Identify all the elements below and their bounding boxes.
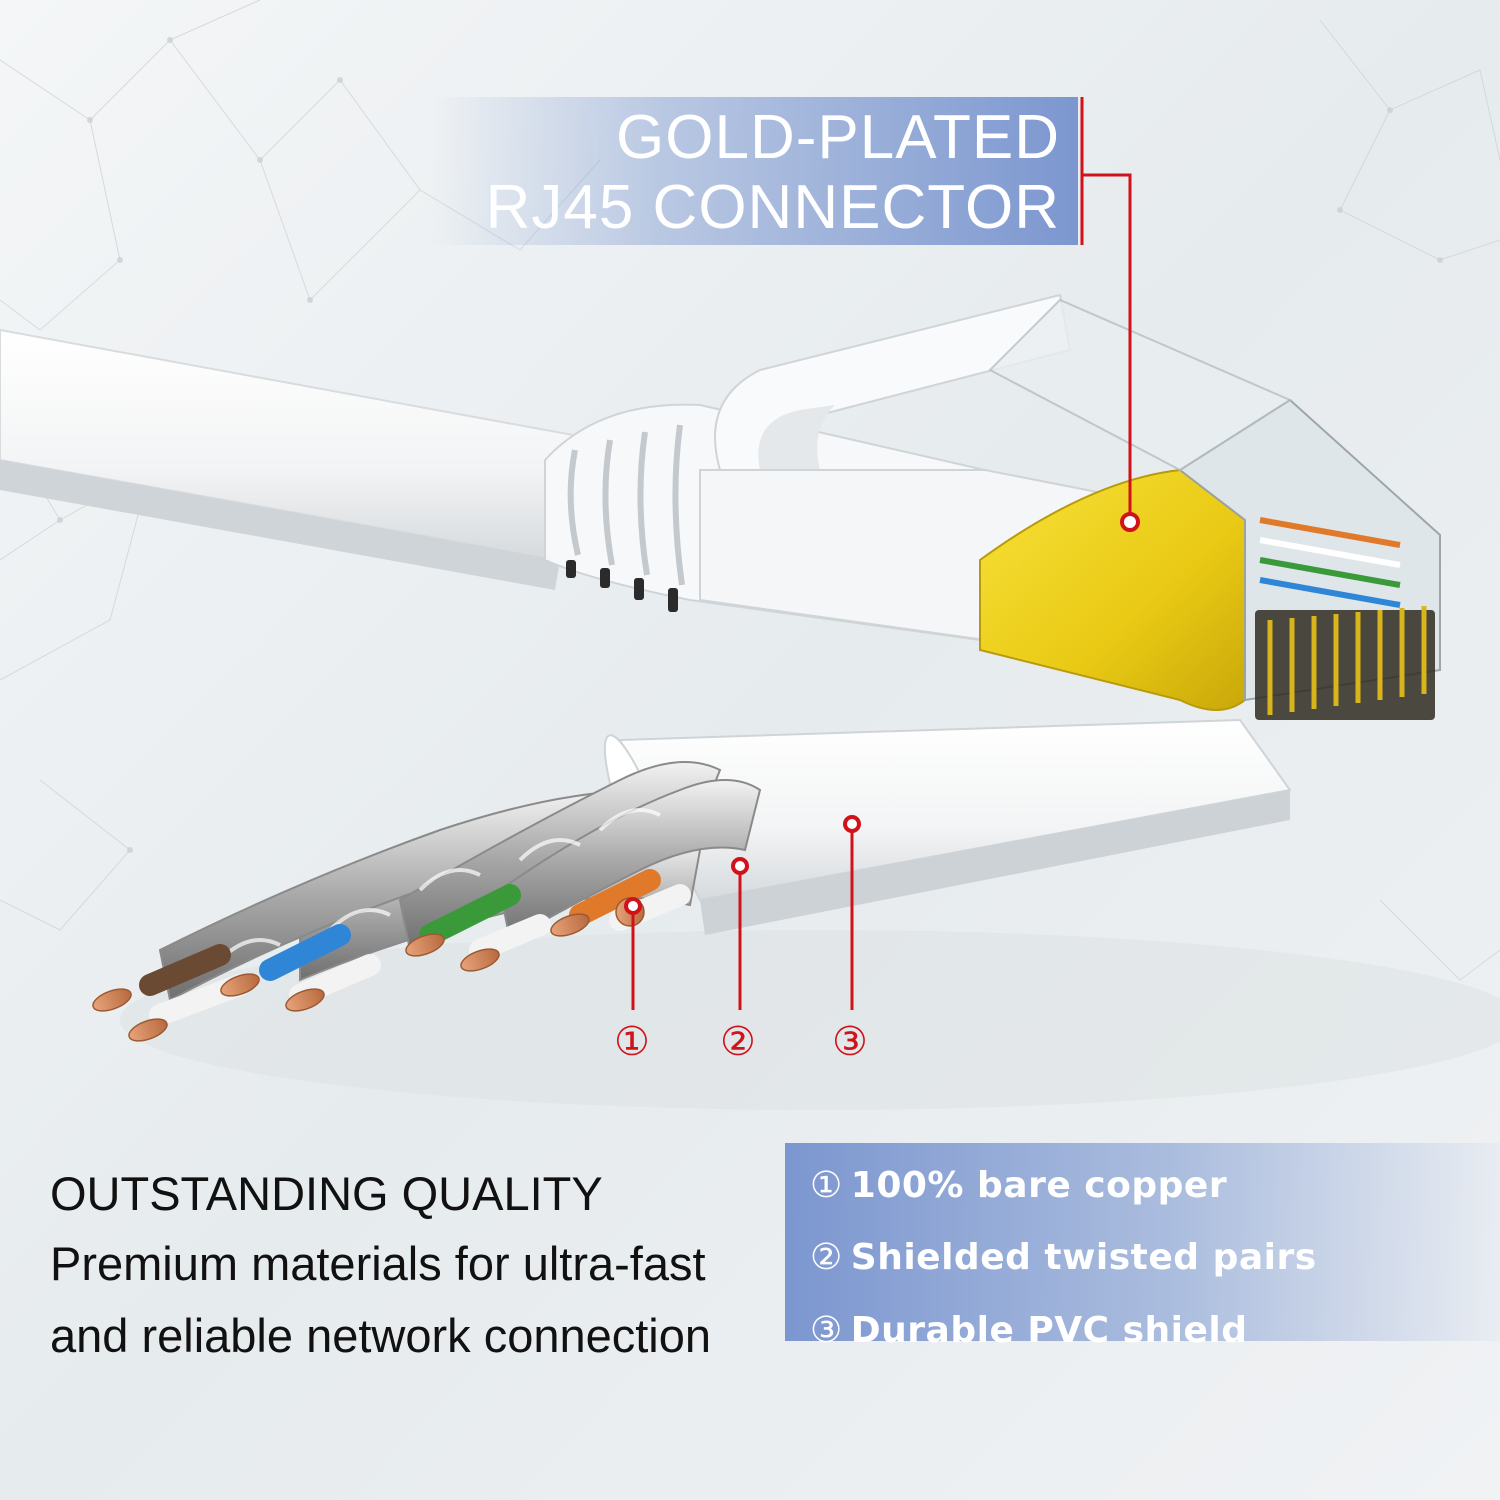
marker-1-label: ① xyxy=(614,1019,650,1065)
banner-line-1: GOLD-PLATED xyxy=(616,103,1060,172)
colored-conductors xyxy=(92,869,691,1042)
rj45-connector-body xyxy=(699,298,1441,720)
connector-callout-dot xyxy=(1120,512,1140,532)
floor-shadow xyxy=(120,930,1500,1110)
marker-3-dot xyxy=(843,815,861,833)
connector-latch xyxy=(714,293,1072,492)
callout-dots xyxy=(624,512,1140,915)
marker-1-dot xyxy=(624,897,642,915)
marker-2-dot xyxy=(731,857,749,875)
feature-marker: ③ xyxy=(810,1310,843,1351)
marker-2-label: ② xyxy=(720,1019,756,1065)
feature-text: Shielded twisted pairs xyxy=(850,1237,1317,1278)
feature-marker: ② xyxy=(810,1237,843,1278)
connector-banner xyxy=(430,97,1078,245)
banner-line-2: RJ45 CONNECTOR xyxy=(485,173,1060,242)
features-panel xyxy=(785,1143,1500,1341)
callout-lines xyxy=(631,97,1132,1010)
quality-line-1: Premium materials for ultra-fast xyxy=(50,1237,706,1290)
quality-title: OUTSTANDING QUALITY xyxy=(50,1167,603,1220)
marker-3-label: ③ xyxy=(832,1019,868,1065)
connector-callout-line xyxy=(1082,173,1132,522)
network-mesh-decoration xyxy=(0,0,1500,981)
connector-banner-text: GOLD-PLATED RJ45 CONNECTOR xyxy=(486,103,1060,243)
mesh-nodes xyxy=(57,37,1443,853)
feature-marker: ① xyxy=(810,1165,843,1206)
quality-line-2: and reliable network connection xyxy=(50,1309,712,1362)
quality-copy: OUTSTANDING QUALITY Premium materials fo… xyxy=(50,1160,770,1372)
feature-text: 100% bare copper xyxy=(850,1165,1228,1206)
feature-text: Durable PVC shield xyxy=(850,1310,1248,1351)
